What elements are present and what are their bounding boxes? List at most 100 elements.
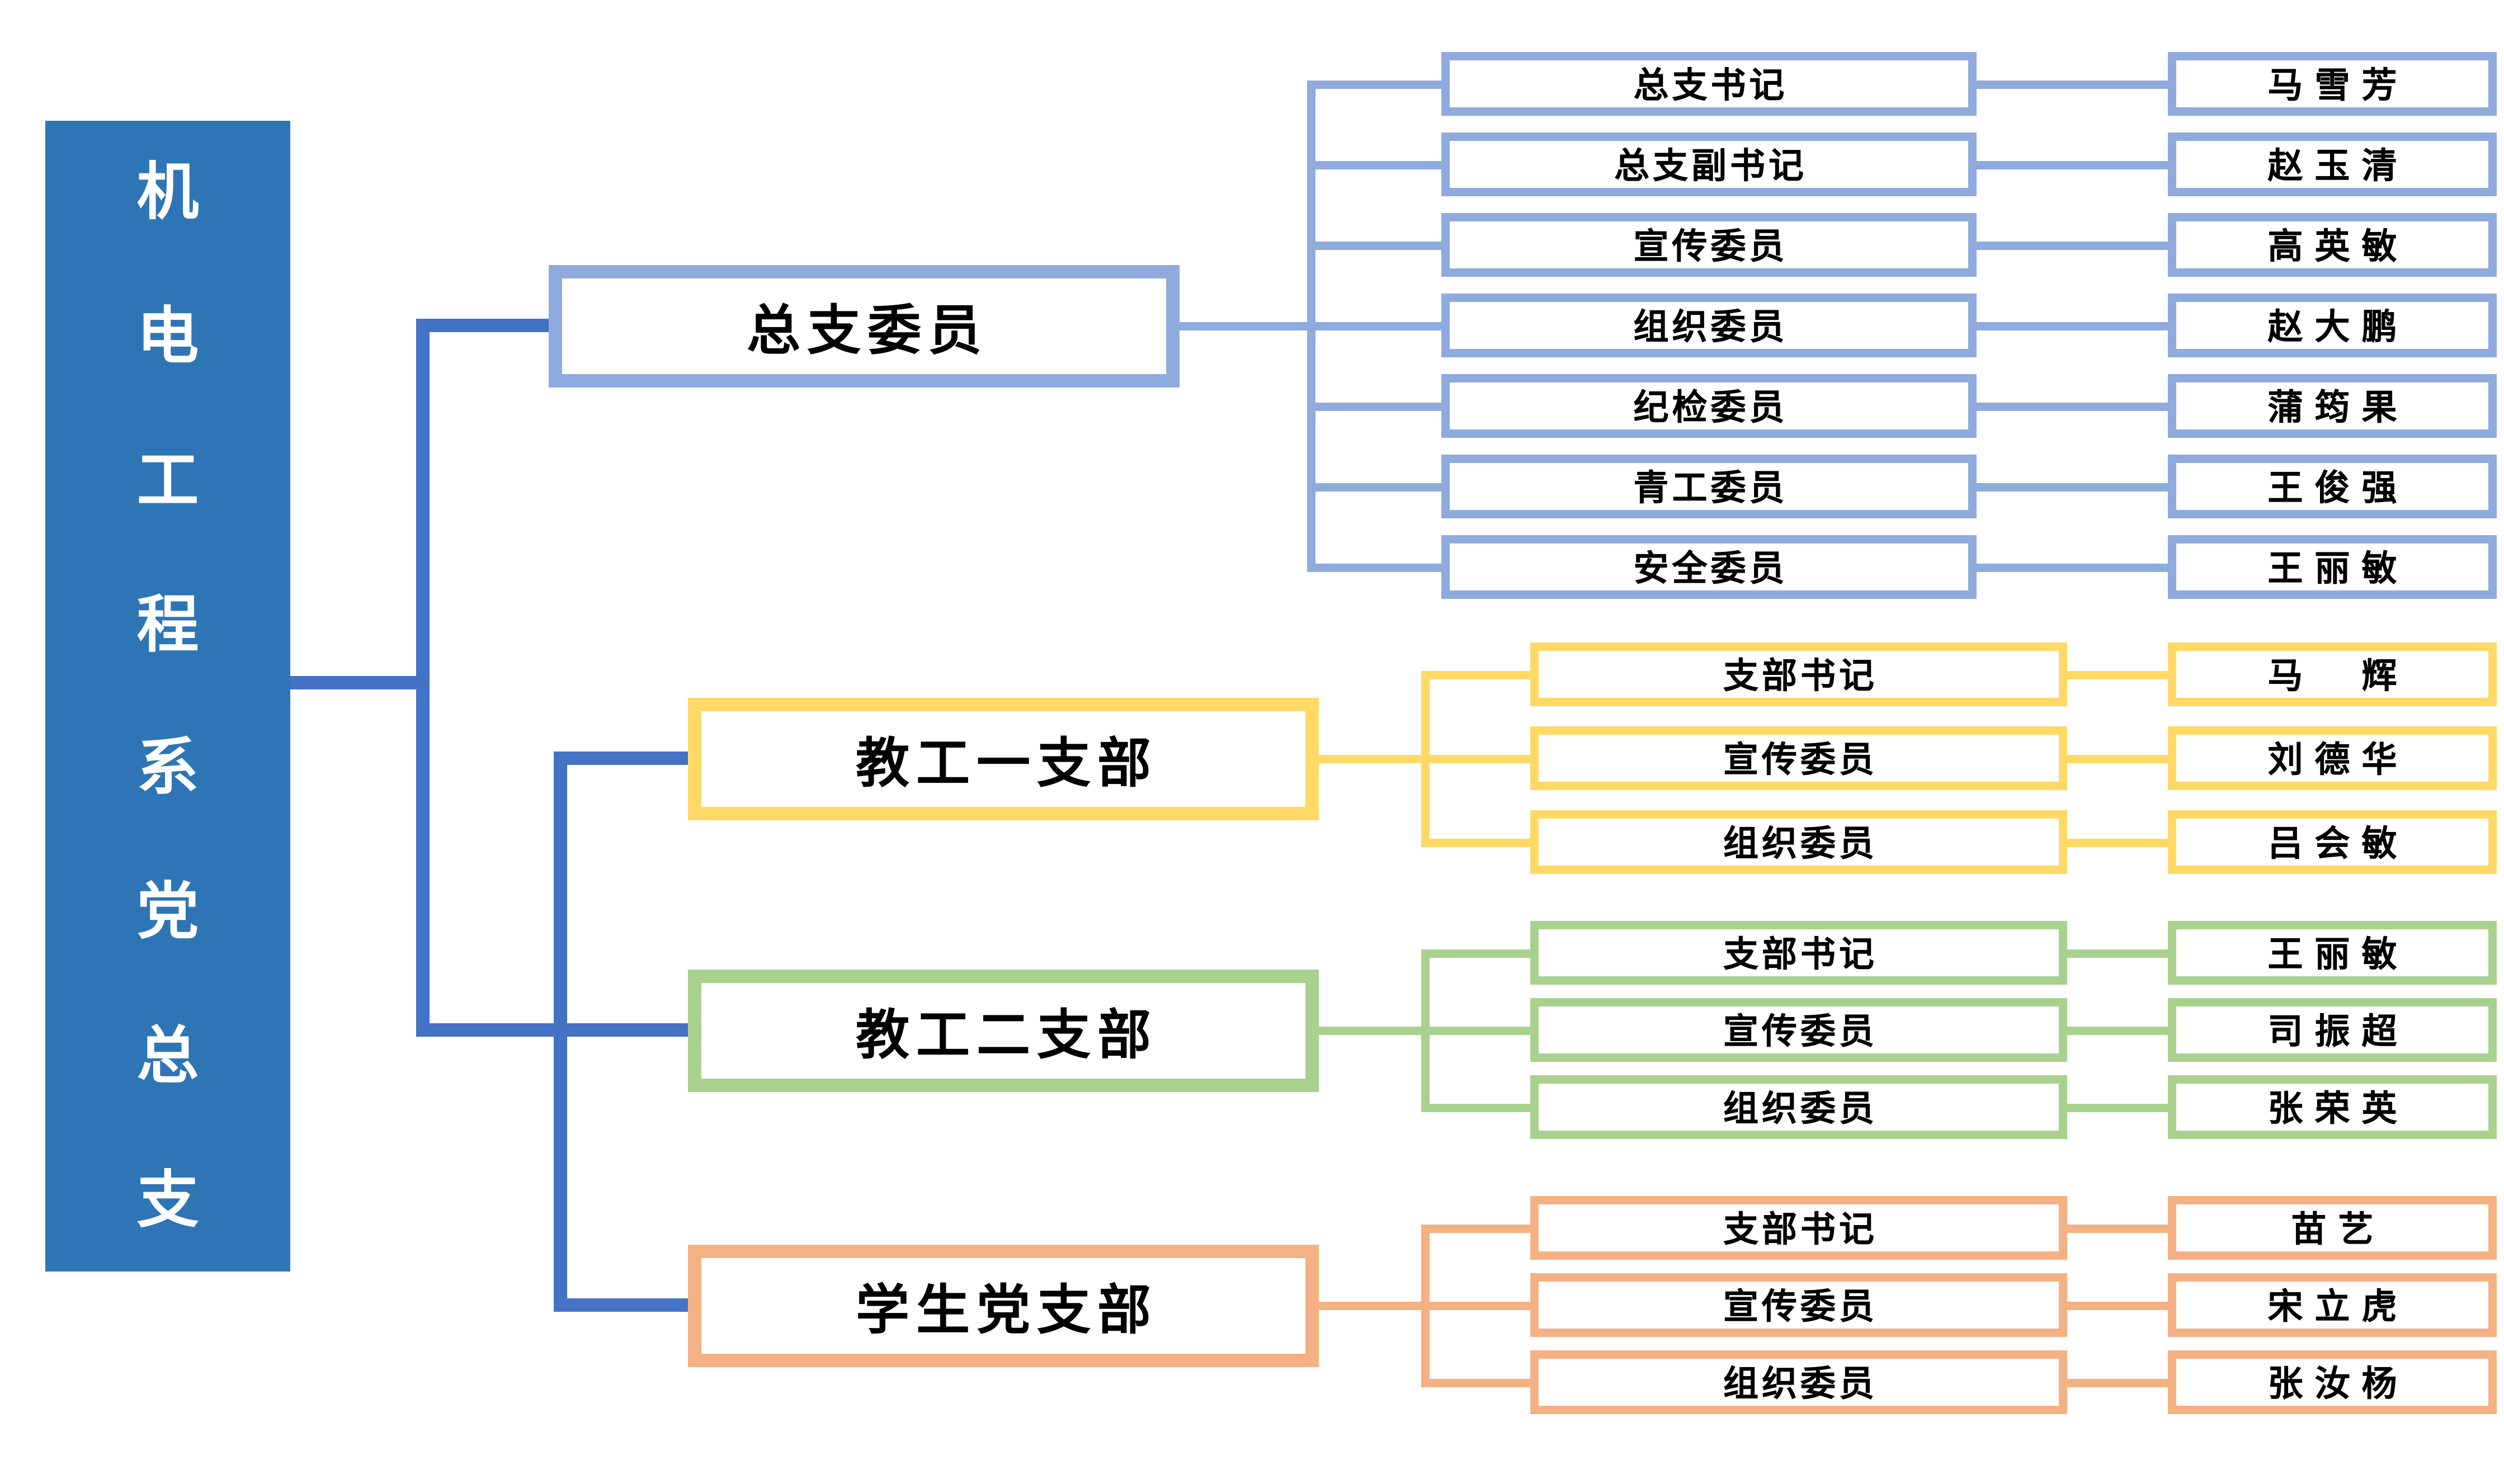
- role-name-connector: [2067, 1378, 2168, 1387]
- role-box: 总支副书记: [1441, 133, 1977, 196]
- name-box: 高英敏: [2168, 213, 2497, 277]
- role-label: 总支副书记: [1614, 148, 1807, 186]
- branch-box-jiaogong-yi-zhibu: 教工一支部: [688, 698, 1319, 820]
- bracket-stub-line: [1421, 1378, 1530, 1387]
- bracket-feed-line: [1319, 754, 1430, 763]
- role-name-connector: [1977, 240, 2168, 249]
- name-label: 司振超: [2267, 1013, 2409, 1052]
- role-name-connector: [1977, 482, 2168, 491]
- name-box: 马雪芳: [2168, 52, 2497, 116]
- bracket-stub-line: [1307, 240, 1441, 249]
- branch-label: 总支委员: [746, 299, 988, 360]
- root-title-char: 总: [136, 1021, 199, 1090]
- role-box: 纪检委员: [1441, 374, 1977, 438]
- bracket-feed-line: [1319, 1025, 1430, 1034]
- role-name-connector: [1977, 563, 2168, 571]
- bracket-stub-line: [1307, 321, 1441, 330]
- role-name-connector: [1977, 321, 2168, 330]
- name-label: 王丽敏: [2267, 550, 2409, 589]
- name-label: 宋立虎: [2267, 1288, 2409, 1327]
- root-title-char: 系: [136, 734, 199, 803]
- name-box: 苗艺: [2168, 1196, 2497, 1260]
- branch-label: 教工一支部: [855, 732, 1158, 793]
- role-box: 宣传委员: [1530, 1273, 2067, 1337]
- role-label: 纪检委员: [1633, 389, 1788, 428]
- name-box: 司振超: [2168, 998, 2497, 1062]
- bracket-stub-line: [1421, 838, 1530, 847]
- role-label: 组织委员: [1723, 825, 1878, 864]
- role-name-connector: [2067, 1301, 2168, 1310]
- tree-line-trunk1-v: [416, 319, 430, 1037]
- role-box: 组织委员: [1530, 1350, 2067, 1414]
- name-label: 马 辉: [2267, 658, 2409, 696]
- role-name-connector: [1977, 401, 2168, 410]
- role-box: 总支书记: [1441, 52, 1977, 116]
- role-name-connector: [2067, 670, 2168, 679]
- name-box: 王丽敏: [2168, 535, 2497, 599]
- root-title: 机电工程系党总支: [45, 121, 290, 1272]
- tree-line-trunk2-v: [554, 752, 567, 1312]
- bracket-stub-line: [1307, 401, 1441, 410]
- name-label: 马雪芳: [2267, 67, 2409, 106]
- name-box: 王俊强: [2168, 455, 2497, 518]
- name-box: 吕会敏: [2168, 810, 2497, 874]
- role-name-connector: [2067, 1223, 2168, 1232]
- role-name-connector: [2067, 948, 2168, 957]
- branch-box-xuesheng-dangzhibu: 学生党支部: [688, 1245, 1319, 1367]
- role-label: 组织委员: [1723, 1090, 1878, 1129]
- name-label: 蒲筠果: [2267, 389, 2409, 428]
- name-box: 王丽敏: [2168, 921, 2497, 985]
- bracket-stub-line: [1421, 1223, 1530, 1232]
- bracket-stub-line: [1307, 563, 1441, 571]
- tree-line-branch3-h: [416, 1023, 688, 1037]
- root-title-char: 支: [136, 1165, 199, 1234]
- root-title-char: 程: [136, 589, 199, 659]
- name-label: 赵玉清: [2267, 148, 2409, 186]
- bracket-stub-line: [1421, 948, 1530, 957]
- role-name-connector: [1977, 79, 2168, 88]
- role-box: 宣传委员: [1530, 998, 2067, 1062]
- name-label: 张荣英: [2267, 1090, 2409, 1129]
- root-title-char: 工: [136, 446, 199, 515]
- bracket-stub-line: [1421, 754, 1530, 763]
- role-name-connector: [1977, 160, 2168, 169]
- role-label: 支部书记: [1723, 658, 1878, 696]
- role-label: 宣传委员: [1633, 228, 1788, 267]
- role-label: 支部书记: [1723, 1211, 1878, 1250]
- branch-label: 学生党支部: [855, 1279, 1158, 1340]
- tree-line-branch4-h: [554, 1298, 688, 1312]
- bracket-stub-line: [1421, 1103, 1530, 1112]
- role-label: 安全委员: [1633, 550, 1788, 589]
- name-box: 赵玉清: [2168, 133, 2497, 196]
- tree-line-branch1-h: [416, 319, 549, 332]
- branch-box-zongzhi-weiyuan: 总支委员: [549, 265, 1180, 387]
- role-box: 组织委员: [1530, 1075, 2067, 1139]
- branch-label: 教工二支部: [855, 1004, 1158, 1065]
- role-box: 组织委员: [1441, 294, 1977, 357]
- role-label: 组织委员: [1633, 309, 1788, 347]
- role-label: 青工委员: [1633, 470, 1788, 508]
- bracket-stub-line: [1307, 79, 1441, 88]
- bracket-stub-line: [1421, 1301, 1530, 1310]
- name-label: 赵大鹏: [2267, 309, 2409, 347]
- role-name-connector: [2067, 838, 2168, 847]
- role-label: 宣传委员: [1723, 1013, 1878, 1052]
- name-box: 马 辉: [2168, 642, 2497, 706]
- role-label: 支部书记: [1723, 936, 1878, 975]
- name-box: 赵大鹏: [2168, 294, 2497, 357]
- role-box: 宣传委员: [1441, 213, 1977, 277]
- name-box: 张汝杨: [2168, 1350, 2497, 1414]
- role-label: 组织委员: [1723, 1365, 1878, 1404]
- role-label: 宣传委员: [1723, 741, 1878, 780]
- tree-line-root-h: [290, 676, 430, 689]
- name-label: 王丽敏: [2267, 936, 2409, 975]
- role-box: 支部书记: [1530, 642, 2067, 706]
- name-box: 蒲筠果: [2168, 374, 2497, 438]
- role-box: 支部书记: [1530, 921, 2067, 985]
- role-label: 总支书记: [1633, 67, 1788, 106]
- name-box: 刘德华: [2168, 726, 2497, 790]
- role-box: 安全委员: [1441, 535, 1977, 599]
- name-label: 刘德华: [2267, 741, 2409, 780]
- bracket-feed-line: [1180, 321, 1315, 330]
